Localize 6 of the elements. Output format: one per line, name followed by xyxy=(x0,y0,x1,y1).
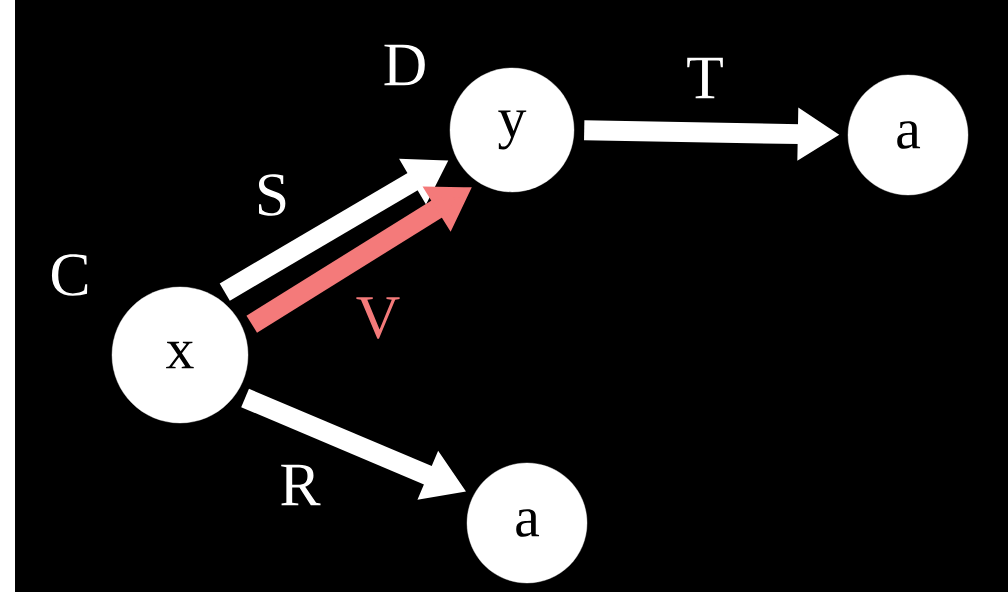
edge-label: T xyxy=(685,56,725,100)
edge-label: V xyxy=(354,296,402,340)
edge-label: R xyxy=(278,463,322,507)
node-label: C xyxy=(51,254,88,296)
node-label: D xyxy=(384,44,425,86)
edge-label: S xyxy=(253,173,291,217)
